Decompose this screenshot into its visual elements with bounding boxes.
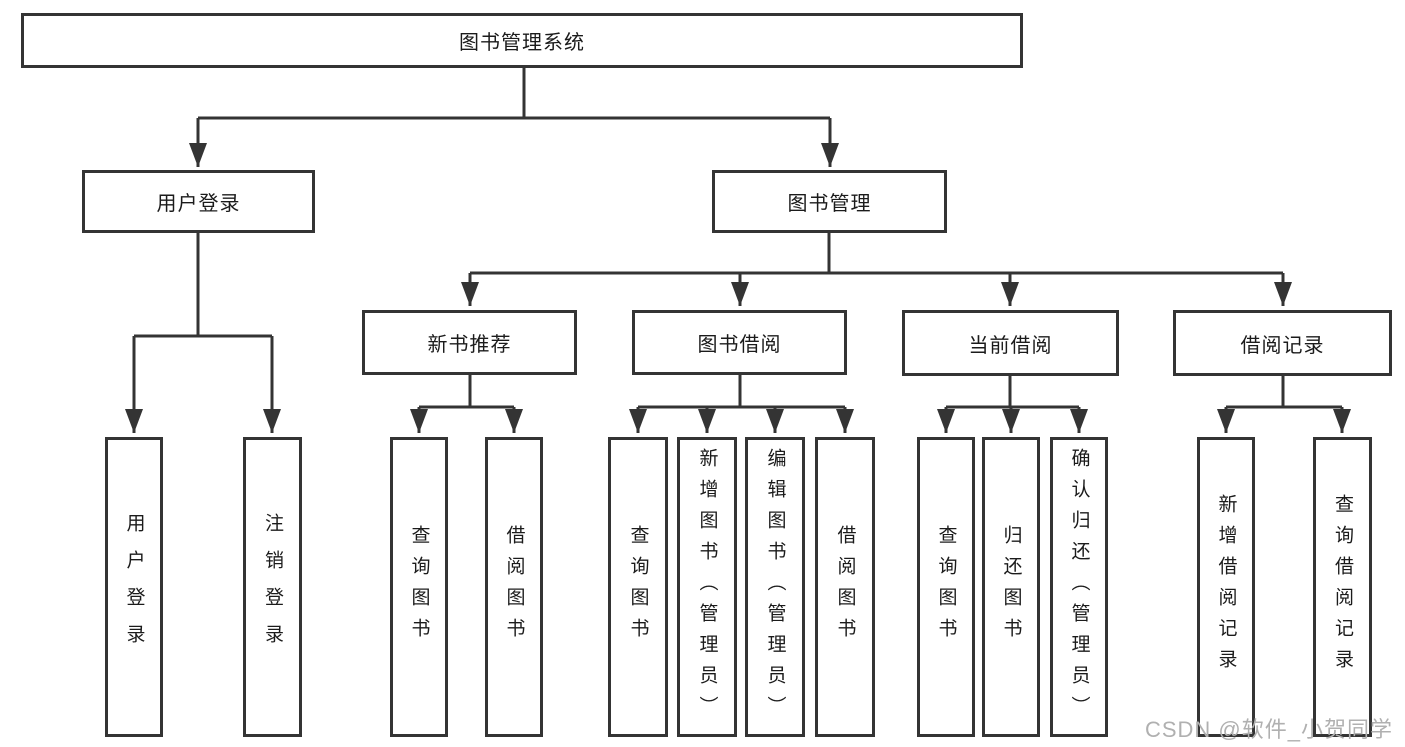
- node-new-book-recommend: 新书推荐: [362, 310, 577, 375]
- leaf-add-borrow-record: 新增借阅记录: [1197, 437, 1255, 737]
- leaf-logout: 注销登录: [243, 437, 302, 737]
- node-book-management: 图书管理: [712, 170, 947, 233]
- node-current-borrow: 当前借阅: [902, 310, 1119, 376]
- node-user-login: 用户登录: [82, 170, 315, 233]
- leaf-confirm-return-admin: 确认归还（管理员）: [1050, 437, 1108, 737]
- node-borrow-records: 借阅记录: [1173, 310, 1392, 376]
- leaf-query-book-current: 查询图书: [917, 437, 975, 737]
- leaf-return-book: 归还图书: [982, 437, 1040, 737]
- leaf-query-borrow-record: 查询借阅记录: [1313, 437, 1372, 737]
- leaf-query-book-recommend: 查询图书: [390, 437, 448, 737]
- leaf-query-book-borrow: 查询图书: [608, 437, 668, 737]
- leaf-edit-book-admin: 编辑图书（管理员）: [745, 437, 805, 737]
- leaf-borrow-book: 借阅图书: [815, 437, 875, 737]
- node-root-system: 图书管理系统: [21, 13, 1023, 68]
- leaf-user-login: 用户登录: [105, 437, 163, 737]
- leaf-add-book-admin: 新增图书（管理员）: [677, 437, 737, 737]
- leaf-borrow-book-recommend: 借阅图书: [485, 437, 543, 737]
- node-book-borrow: 图书借阅: [632, 310, 847, 375]
- csdn-watermark: CSDN @软件_小贺同学: [1144, 717, 1393, 742]
